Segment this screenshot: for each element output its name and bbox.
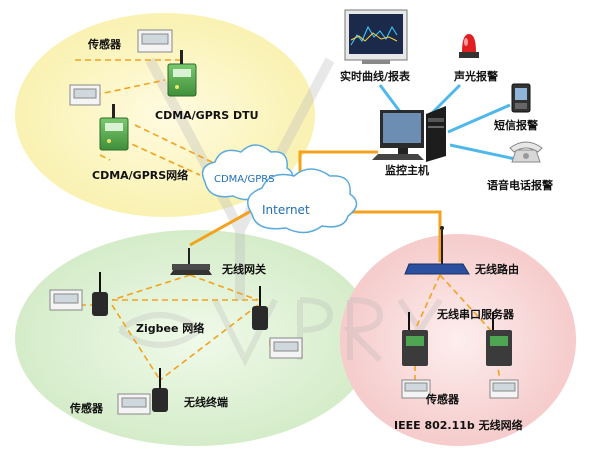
- sensor-display-icon: [137, 29, 173, 53]
- internet-cloud: [247, 168, 358, 234]
- wireless-terminal-label: 无线终端: [184, 396, 228, 409]
- router-icon: [404, 226, 470, 275]
- sensor-display-icon: [401, 379, 431, 399]
- sensor-display-icon: [489, 379, 519, 399]
- cloud-internet-label: Internet: [262, 203, 310, 217]
- serial-server-icon: [486, 312, 512, 366]
- sensor-display-icon: [49, 289, 83, 311]
- zigbee-node-icon: [152, 368, 168, 412]
- wireless-gateway-icon: [170, 248, 212, 275]
- computer-host-icon: [372, 106, 446, 162]
- wireless-serial-label: 无线串口服务器: [437, 308, 514, 321]
- cdma-network-label: CDMA/GPRS网络: [92, 169, 189, 182]
- cloud-cdma-label: CDMA/GPRS: [214, 174, 275, 185]
- sound-light-alarm-label: 声光报警: [454, 70, 498, 83]
- realtime-curve-label: 实时曲线/报表: [340, 70, 411, 83]
- host-label: 监控主机: [385, 164, 429, 177]
- zigbee-node-icon: [252, 286, 268, 330]
- sensor-label: 传感器: [88, 38, 121, 51]
- monitor-screen-icon: [344, 9, 408, 64]
- telephone-icon: [509, 141, 543, 163]
- ieee-network-label: IEEE 802.11b 无线网络: [394, 419, 523, 432]
- green-zone: [15, 230, 375, 446]
- dtu-label: CDMA/GPRS DTU: [155, 109, 259, 122]
- wireless-links: [75, 59, 501, 401]
- dtu-module-icon: [99, 104, 129, 151]
- voice-alarm-label: 语音电话报警: [487, 179, 553, 192]
- sensor-display-icon: [117, 393, 151, 415]
- wireless-gateway-label: 无线网关: [222, 263, 266, 276]
- mobile-phone-icon: [511, 83, 531, 113]
- monitor-links: [378, 83, 521, 162]
- zigbee-node-icon: [92, 272, 108, 316]
- serial-server-icon: [402, 312, 428, 366]
- dtu-module-icon: [167, 50, 197, 97]
- sensor-bottom-right-label: 传感器: [426, 393, 459, 406]
- sms-alarm-label: 短信报警: [494, 119, 538, 132]
- alarm-light-icon: [459, 34, 479, 58]
- wireless-router-label: 无线路由: [475, 263, 519, 276]
- watermark-logo: [145, 57, 335, 300]
- sensor-bottom-left-label: 传感器: [70, 402, 103, 415]
- sensor-display-icon: [269, 337, 303, 359]
- sensor-display-icon: [69, 84, 101, 106]
- zigbee-network-label: Zigbee 网络: [136, 322, 205, 335]
